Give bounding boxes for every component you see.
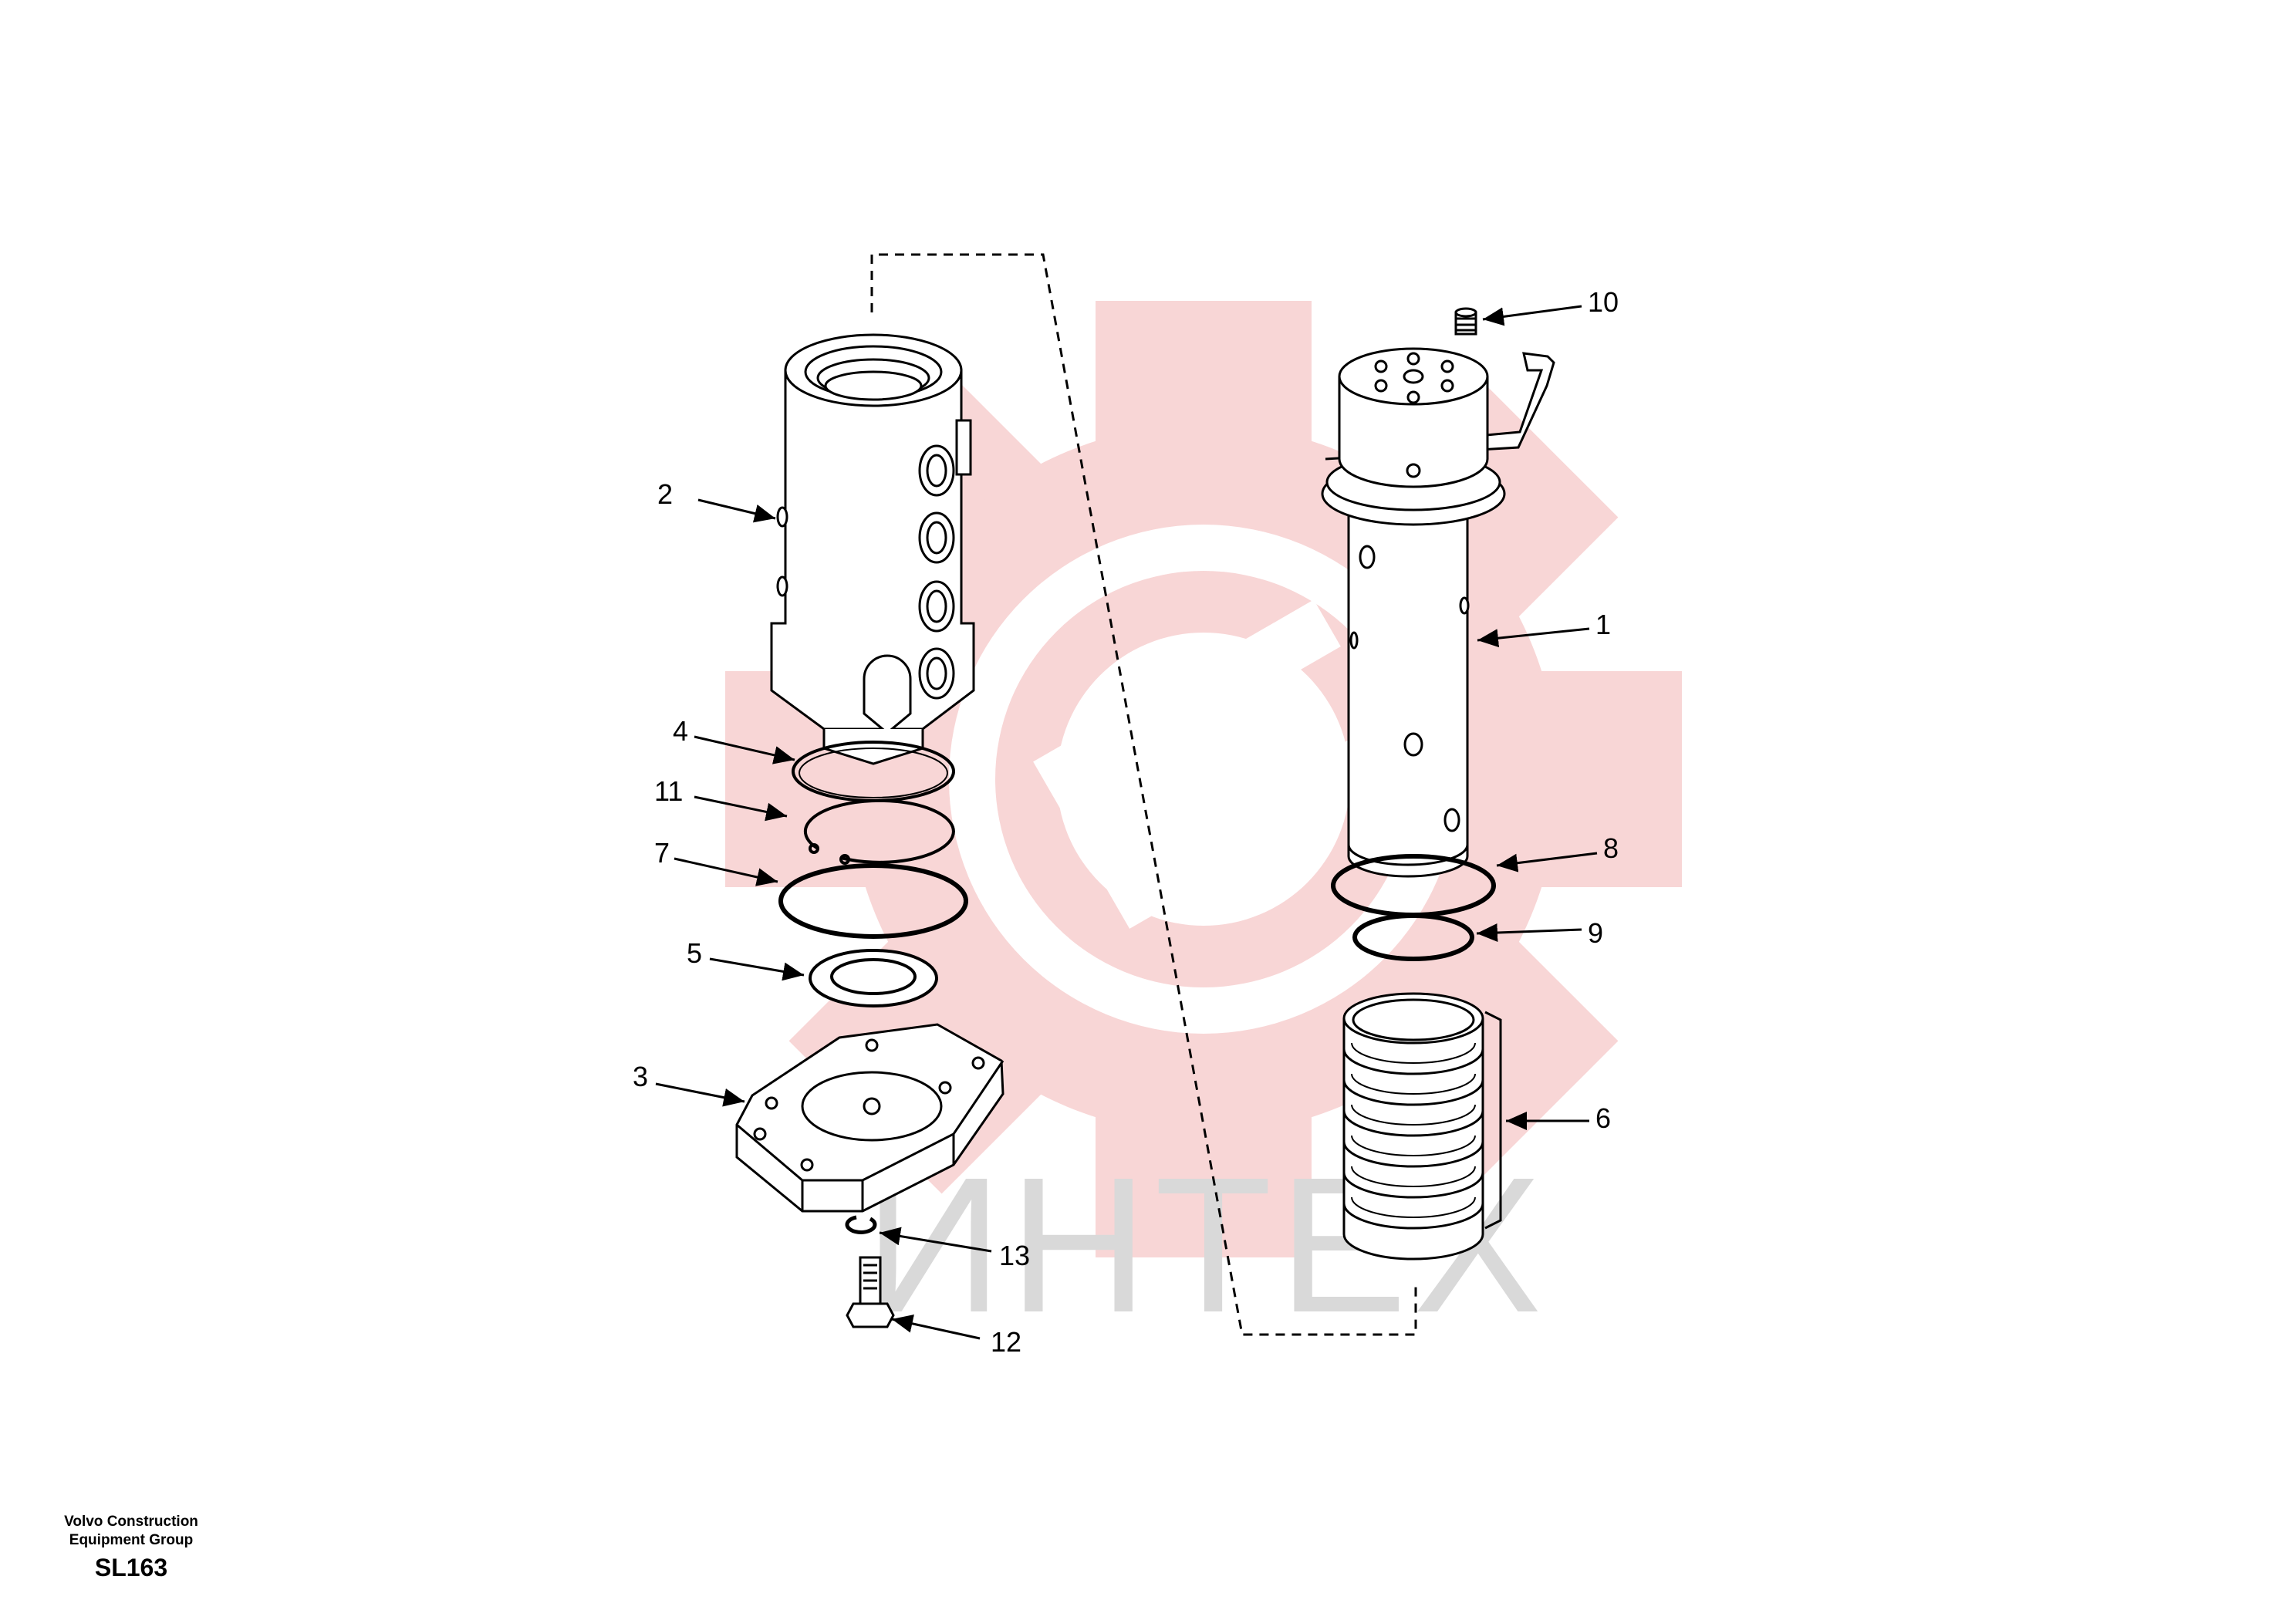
- swivel-housing-part-2: [770, 333, 975, 765]
- leader-lines: [655, 305, 1598, 1340]
- washer-part-5: [809, 949, 938, 1007]
- snap-ring-part-11: [803, 798, 955, 865]
- callout-4: 4: [673, 715, 688, 747]
- bracket-part-6: [1484, 1011, 1502, 1230]
- callout-7: 7: [654, 837, 670, 869]
- dashed-boundary: [870, 253, 1417, 1336]
- footer-company-line-1: Volvo Construction: [64, 1514, 198, 1530]
- ring-part-9: [1352, 913, 1474, 961]
- footer-company-line-2: Equipment Group: [69, 1532, 194, 1548]
- center-shaft-part-1: [1321, 347, 1555, 878]
- callout-8: 8: [1603, 832, 1619, 864]
- cover-plate-part-3: [735, 1023, 1004, 1213]
- callout-10: 10: [1588, 286, 1619, 318]
- callout-11: 11: [654, 775, 683, 807]
- bolt-part-12: [846, 1256, 895, 1328]
- callout-12: 12: [991, 1326, 1021, 1358]
- footer-diagram-code: SL163: [94, 1554, 168, 1581]
- callout-6: 6: [1595, 1102, 1611, 1134]
- plug-part-10: [1454, 307, 1477, 336]
- callout-2: 2: [657, 478, 673, 510]
- callout-3: 3: [633, 1061, 648, 1092]
- callout-1: 1: [1595, 609, 1611, 640]
- callout-labels: 1 2 3 4 5 6 7 8 9 10 11 12 13: [633, 286, 1619, 1358]
- callout-13: 13: [999, 1240, 1030, 1271]
- lock-washer-part-13: [845, 1215, 877, 1234]
- o-ring-part-7: [778, 863, 968, 939]
- seal-stack-part-6: [1342, 992, 1484, 1261]
- callout-5: 5: [687, 937, 702, 969]
- callout-9: 9: [1588, 917, 1603, 949]
